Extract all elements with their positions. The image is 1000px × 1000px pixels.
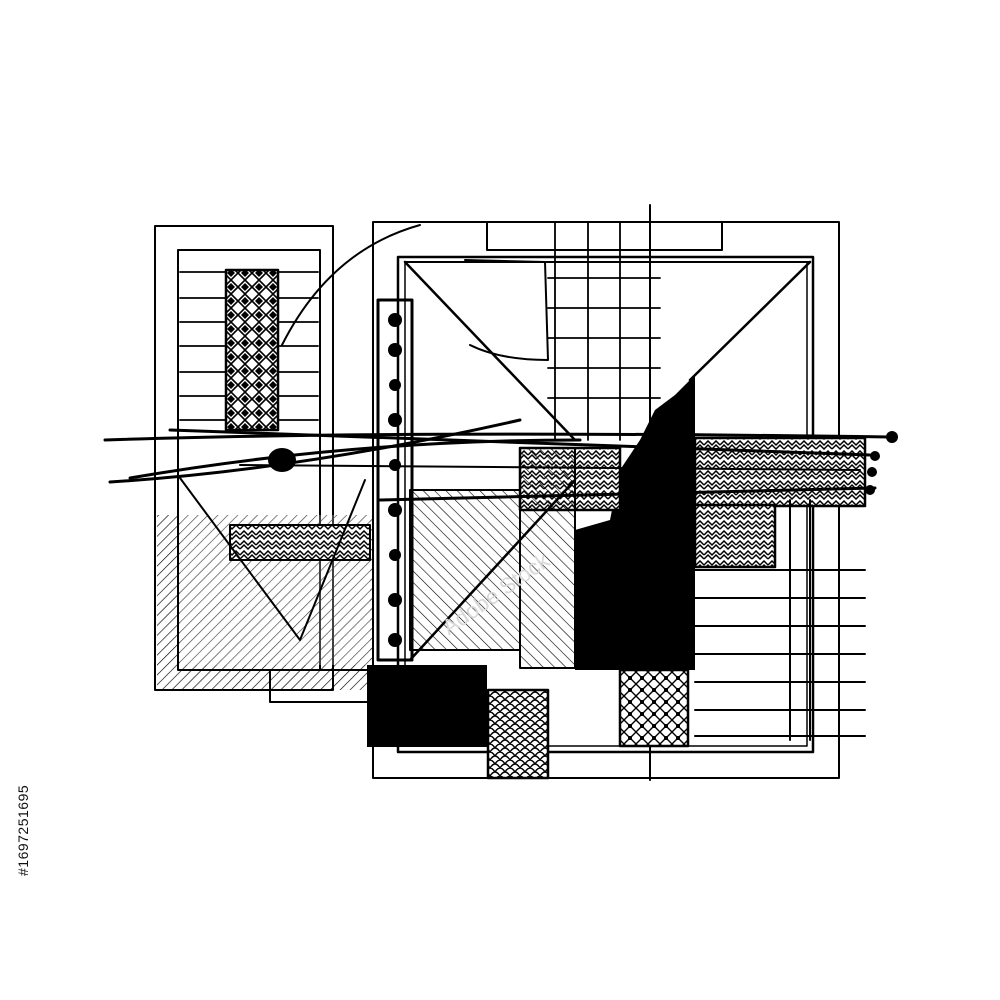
black-block bbox=[367, 665, 487, 747]
weave-pattern-block bbox=[618, 668, 690, 748]
scale-pattern-block bbox=[486, 688, 550, 780]
stepped-black-shape bbox=[575, 375, 695, 670]
stock-id-label: #1697251695 bbox=[15, 784, 31, 876]
horizontal-strokes bbox=[103, 418, 892, 502]
